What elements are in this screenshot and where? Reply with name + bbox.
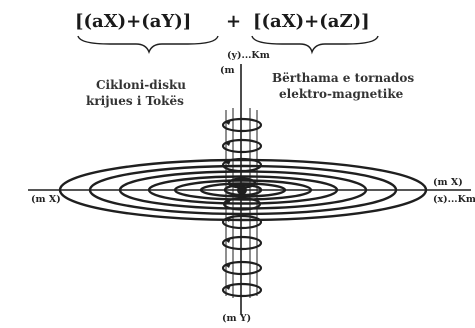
disk-ring bbox=[223, 183, 263, 197]
left-brace bbox=[77, 35, 219, 54]
arrow-icon bbox=[225, 238, 231, 243]
em-loops bbox=[221, 117, 263, 298]
right-term: [(aX)+(aZ)] bbox=[253, 11, 370, 32]
right-brace bbox=[251, 35, 379, 55]
arrow-icon bbox=[225, 141, 231, 146]
left-caption-line1: Cikloni-disku bbox=[96, 78, 186, 92]
arrow-icon bbox=[225, 160, 231, 165]
left-term: [(aX)+(aY)] bbox=[75, 11, 191, 32]
em-loop bbox=[221, 260, 263, 276]
y-axis-top-label: (y)...Km bbox=[227, 50, 270, 61]
m-x-left-label: (m X) bbox=[31, 194, 61, 205]
disk-ring bbox=[199, 182, 287, 198]
m-top-label: (m bbox=[220, 65, 235, 76]
x-axis-right-label: (x)...Km bbox=[433, 194, 475, 205]
plus-operator: + bbox=[226, 11, 241, 32]
rotation-arrows bbox=[225, 120, 231, 290]
right-caption-line2: elektro-magnetike bbox=[279, 87, 404, 101]
disk-ring bbox=[88, 164, 398, 216]
em-loop bbox=[221, 282, 263, 298]
left-caption-line2: krijues i Tokës bbox=[86, 94, 184, 108]
em-loop bbox=[222, 197, 262, 211]
arrow-icon bbox=[225, 263, 231, 268]
em-loop bbox=[221, 214, 263, 230]
arrow-icon bbox=[225, 120, 231, 125]
right-caption-line1: Bërthama e tornados bbox=[272, 71, 414, 85]
arrow-icon bbox=[225, 217, 231, 222]
em-loop bbox=[221, 138, 263, 154]
arrow-icon bbox=[225, 285, 231, 290]
em-loop bbox=[221, 235, 263, 251]
em-loop bbox=[221, 117, 263, 133]
em-loop bbox=[221, 157, 263, 173]
center-hub bbox=[237, 185, 247, 195]
m-x-right-label: (m X) bbox=[433, 177, 463, 188]
disk-ring bbox=[147, 175, 339, 205]
arrow-icon bbox=[225, 199, 231, 204]
m-y-bottom-label: (m Y) bbox=[222, 313, 251, 324]
